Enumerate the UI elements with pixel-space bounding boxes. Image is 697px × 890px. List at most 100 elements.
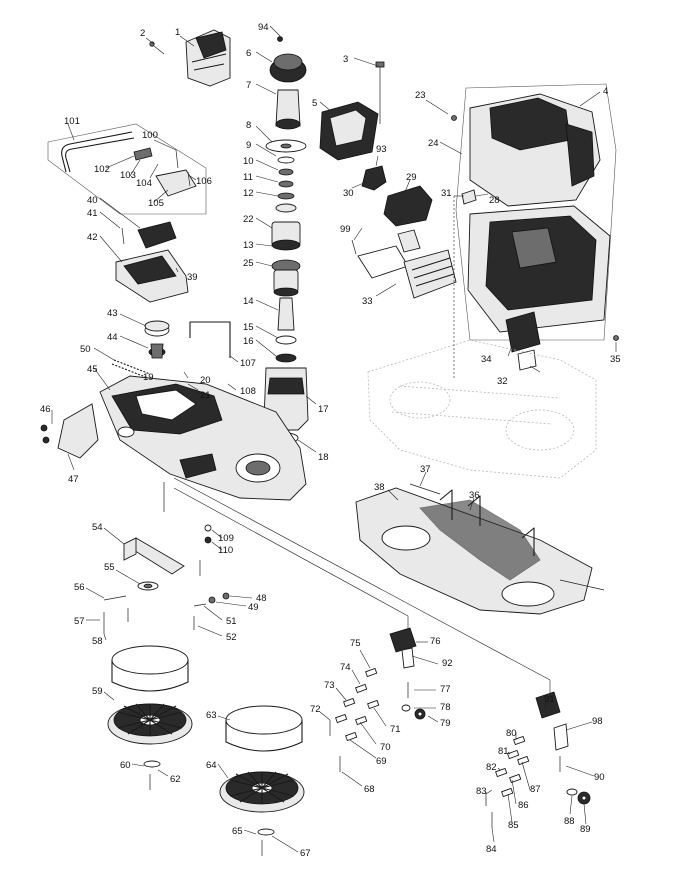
- callout-57: 57: [74, 616, 85, 627]
- callout-41: 41: [87, 208, 98, 219]
- callout-52: 52: [226, 632, 237, 643]
- callout-1: 1: [175, 27, 180, 38]
- callout-100: 100: [142, 130, 158, 141]
- callout-94: 94: [258, 22, 269, 33]
- part-45-frame: [99, 375, 307, 501]
- callout-37: 37: [420, 464, 431, 475]
- callout-77: 77: [440, 684, 451, 695]
- callout-93: 93: [376, 144, 387, 155]
- callout-65: 65: [232, 826, 243, 837]
- callout-51: 51: [226, 616, 237, 627]
- callout-20: 20: [200, 375, 211, 386]
- callout-24: 24: [428, 138, 439, 149]
- callout-88: 88: [564, 816, 575, 827]
- callout-76: 76: [430, 636, 441, 647]
- callout-34: 34: [481, 354, 492, 365]
- callout-81: 81: [498, 746, 509, 757]
- callout-87: 87: [530, 784, 541, 795]
- callout-98: 98: [592, 716, 603, 727]
- callout-36: 36: [469, 490, 480, 501]
- callout-83: 83: [476, 786, 487, 797]
- ghost-base: [367, 339, 597, 479]
- part-42-plate: [115, 221, 189, 303]
- callout-4: 4: [603, 86, 608, 97]
- callout-91: 91: [544, 694, 555, 705]
- callout-2: 2: [140, 28, 145, 39]
- callout-68: 68: [364, 784, 375, 795]
- guide-plates: [329, 667, 530, 828]
- callout-99: 99: [340, 224, 351, 235]
- callout-16: 16: [243, 336, 254, 347]
- callout-80: 80: [506, 728, 517, 739]
- callout-30: 30: [343, 188, 354, 199]
- callout-60: 60: [120, 760, 131, 771]
- diagram-artwork: [40, 29, 619, 856]
- callout-7: 7: [246, 80, 251, 91]
- callout-59: 59: [92, 686, 103, 697]
- callout-31: 31: [441, 188, 452, 199]
- callout-58: 58: [92, 636, 103, 647]
- callout-47: 47: [68, 474, 79, 485]
- callout-5: 5: [312, 98, 317, 109]
- motor-stack: [263, 36, 309, 444]
- callout-64: 64: [206, 760, 217, 771]
- callout-33: 33: [362, 296, 373, 307]
- callout-14: 14: [243, 296, 254, 307]
- callout-45: 45: [87, 364, 98, 375]
- callout-50: 50: [80, 344, 91, 355]
- callout-74: 74: [340, 662, 351, 673]
- callout-72: 72: [310, 704, 321, 715]
- callout-54: 54: [92, 522, 103, 533]
- callout-labels: 1 2 3 4 5 6 7 8 9 10 11 12 13 14 15 16 1…: [40, 22, 621, 859]
- callout-18: 18: [318, 452, 329, 463]
- callout-23: 23: [415, 90, 426, 101]
- callout-8: 8: [246, 120, 251, 131]
- callout-44: 44: [107, 332, 118, 343]
- callout-71: 71: [390, 724, 401, 735]
- callout-75: 75: [350, 638, 361, 649]
- callout-106: 106: [196, 176, 212, 187]
- part-1-cover: [185, 29, 231, 87]
- callout-38: 38: [374, 482, 385, 493]
- callout-35: 35: [610, 354, 621, 365]
- callout-55: 55: [104, 562, 115, 573]
- callout-3: 3: [343, 54, 348, 65]
- callout-25: 25: [243, 258, 254, 269]
- callout-6: 6: [246, 48, 251, 59]
- callout-21: 21: [200, 390, 211, 401]
- part-2-screw: [153, 45, 165, 55]
- wheel-64: [219, 771, 305, 813]
- callout-78: 78: [440, 702, 451, 713]
- callout-29: 29: [406, 172, 417, 183]
- callout-12: 12: [243, 188, 254, 199]
- callout-22: 22: [243, 214, 254, 225]
- callout-48: 48: [256, 593, 267, 604]
- callout-101: 101: [64, 116, 80, 127]
- callout-67: 67: [300, 848, 311, 859]
- part-38-base: [355, 487, 593, 615]
- callout-32: 32: [497, 376, 508, 387]
- callout-39: 39: [187, 272, 198, 283]
- callout-92: 92: [442, 658, 453, 669]
- callout-109: 109: [218, 533, 234, 544]
- callout-108: 108: [240, 386, 256, 397]
- callout-11: 11: [243, 172, 253, 183]
- callout-40: 40: [87, 195, 98, 206]
- callout-49: 49: [248, 602, 259, 613]
- callout-13: 13: [243, 240, 254, 251]
- callout-73: 73: [324, 680, 335, 691]
- callout-110: 110: [218, 545, 233, 556]
- callout-79: 79: [440, 718, 451, 729]
- wheel-59: [107, 703, 193, 745]
- leader-lines: [51, 25, 617, 853]
- switch-assembly: [351, 185, 457, 299]
- callout-84: 84: [486, 844, 497, 855]
- callout-69: 69: [376, 756, 387, 767]
- callout-107: 107: [240, 358, 256, 369]
- part-101-handle: [47, 123, 207, 215]
- callout-46: 46: [40, 404, 51, 415]
- part-4-housing: [451, 83, 619, 371]
- callout-102: 102: [94, 164, 110, 175]
- callout-105: 105: [148, 198, 164, 209]
